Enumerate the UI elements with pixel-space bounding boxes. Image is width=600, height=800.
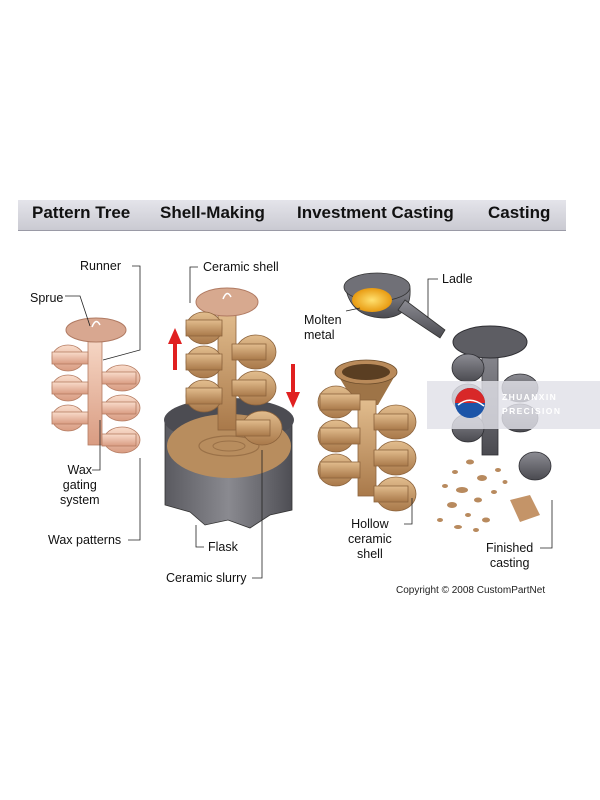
ladle-label: Ladle: [442, 272, 473, 286]
step-pattern-tree: Pattern Tree: [32, 203, 131, 222]
flask-label: Flask: [208, 540, 238, 554]
ceramic-shell-tree: [185, 287, 283, 446]
broken-shell-debris: [437, 459, 540, 532]
runner-label: Runner: [80, 259, 121, 273]
ceramic-slurry-label: Ceramic slurry: [166, 571, 247, 585]
leader-lines: [65, 265, 553, 579]
molten-metal: [352, 288, 392, 312]
wax-gating-line-1: Wax: [67, 463, 93, 477]
wax-gating-system-label: Wax gating system: [60, 463, 100, 508]
wax-gating-line-3: system: [60, 493, 100, 507]
step-shell-making: Shell-Making: [160, 203, 265, 222]
dip-down-arrow: [286, 364, 300, 408]
molten-metal-label: Molten metal: [304, 313, 342, 343]
wax-gating-line-2: gating: [62, 478, 97, 492]
molten-line-2: metal: [304, 328, 335, 342]
step-casting: Casting: [488, 203, 551, 222]
step-investment-casting: Investment Casting: [297, 203, 454, 222]
watermark-line-2: PRECISION: [502, 406, 562, 416]
process-steps-header: Pattern Tree Shell-Making Investment Cas…: [18, 200, 566, 231]
watermark-line-1: ZHUANXIN: [502, 392, 558, 402]
finished-casting-label: Finished casting: [486, 541, 533, 571]
dip-up-arrow: [168, 328, 182, 370]
wax-pattern-tree: [51, 317, 141, 454]
ladle: [343, 272, 446, 339]
hollow-line-2: ceramic: [348, 532, 392, 546]
hollow-ceramic-shell: [317, 359, 417, 512]
sprue-label: Sprue: [30, 291, 64, 305]
molten-line-1: Molten: [304, 313, 342, 327]
hollow-line-3: shell: [357, 547, 383, 561]
wax-patterns-label: Wax patterns: [48, 533, 122, 547]
copyright-notice: Copyright © 2008 CustomPartNet: [396, 585, 546, 596]
watermark-band: [427, 381, 600, 429]
hollow-ceramic-shell-label: Hollow ceramic shell: [348, 517, 392, 562]
hollow-line-1: Hollow: [351, 517, 389, 531]
finished-line-1: Finished: [486, 541, 534, 555]
ceramic-shell-label: Ceramic shell: [203, 260, 279, 274]
finished-line-2: casting: [489, 556, 530, 570]
